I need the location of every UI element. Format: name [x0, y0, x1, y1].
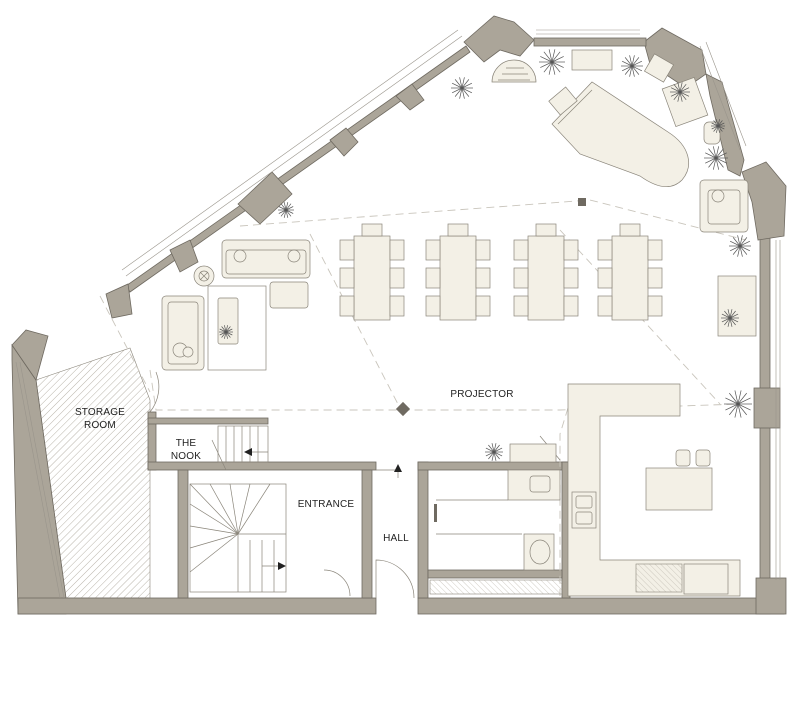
plant-icon [704, 146, 728, 170]
console [509, 443, 557, 463]
column-marker [578, 198, 586, 206]
doors [149, 371, 561, 599]
interior-walls [147, 411, 571, 599]
dining-table-4 [597, 223, 663, 321]
side-table [193, 265, 215, 287]
bench [571, 49, 613, 71]
entrance-label: ENTRANCE [298, 499, 355, 510]
windows [15, 29, 781, 599]
piano-area [395, 49, 757, 417]
dining-table-2 [425, 223, 491, 321]
rug [207, 285, 267, 371]
nook-label-line2: NOOK [171, 451, 201, 462]
armchair-ne [661, 76, 709, 128]
plant-icon [670, 82, 690, 102]
storage-room-label-line1: STORAGE [75, 407, 125, 418]
coffee-table [217, 297, 239, 345]
dining-tables [339, 223, 663, 321]
plant-icon [621, 55, 643, 77]
room-labels: STORAGE ROOM THE NOOK ENTRANCE HALL PROJ… [75, 389, 514, 544]
dining-table-3 [513, 223, 579, 321]
nook-stairs [211, 425, 269, 471]
island [645, 467, 713, 511]
kitchen-sink [571, 491, 597, 529]
kitchen [567, 383, 741, 597]
plant-icon [711, 119, 725, 133]
cooktop [635, 563, 683, 593]
plant-icon [451, 77, 473, 99]
ottoman [269, 281, 309, 309]
plant-icon [729, 235, 751, 257]
plant-icon [539, 49, 565, 75]
outer-walls [11, 15, 787, 615]
plant-icon [724, 390, 752, 418]
plant-icon [219, 325, 233, 339]
plant-icon [278, 202, 294, 218]
grand-piano [551, 81, 689, 187]
column-marker-2 [395, 401, 411, 417]
living-area [161, 239, 311, 371]
dining-table-1 [339, 223, 405, 321]
plants [219, 49, 752, 461]
plant-icon [485, 443, 503, 461]
entrance-stairs [189, 483, 287, 593]
nook-label-line1: THE [176, 438, 197, 449]
projector-label: PROJECTOR [450, 389, 513, 400]
sideboard [717, 275, 757, 337]
storage-room-label-line2: ROOM [84, 420, 116, 431]
bathroom [429, 443, 563, 595]
plant-icon [721, 309, 739, 327]
armchair-e [699, 179, 749, 233]
hall-label: HALL [383, 533, 409, 544]
radiator [491, 59, 537, 83]
